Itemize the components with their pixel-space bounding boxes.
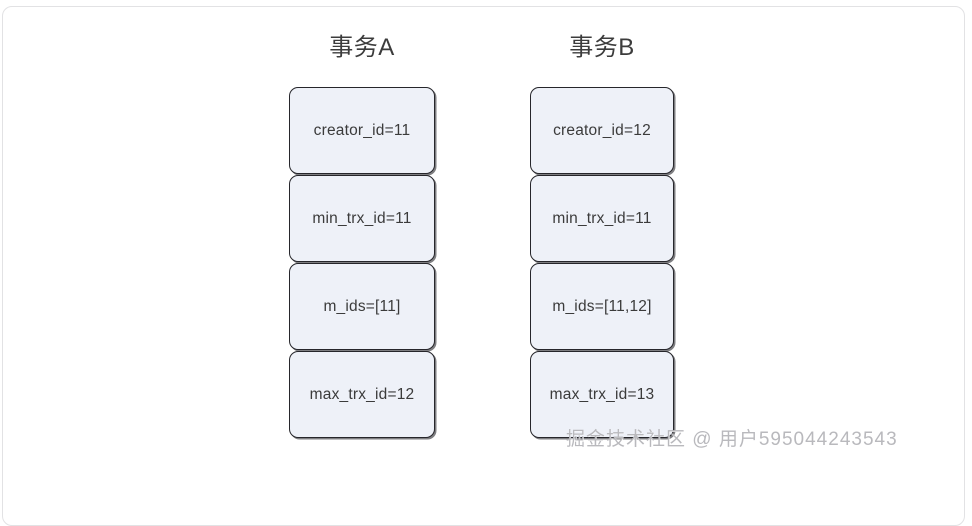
box-stack-transaction-b: creator_id=12 min_trx_id=11 m_ids=[11,12… bbox=[530, 87, 674, 438]
node-label-max-trx-id-a: max_trx_id=12 bbox=[309, 385, 415, 403]
node-label-creator-id-a: creator_id=11 bbox=[313, 121, 411, 139]
node-label-creator-id-b: creator_id=12 bbox=[553, 121, 651, 139]
node-box-m-ids-a: m_ids=[11] bbox=[289, 263, 435, 350]
node-label-min-trx-id-a: min_trx_id=11 bbox=[312, 209, 412, 227]
node-box-min-trx-id-a: min_trx_id=11 bbox=[289, 175, 435, 262]
column-title-transaction-a: 事务A bbox=[329, 34, 395, 61]
node-label-max-trx-id-b: max_trx_id=13 bbox=[549, 385, 655, 403]
column-title-transaction-b: 事务B bbox=[569, 34, 635, 61]
node-box-creator-id-a: creator_id=11 bbox=[289, 87, 435, 174]
node-box-min-trx-id-b: min_trx_id=11 bbox=[530, 175, 674, 262]
node-box-max-trx-id-b: max_trx_id=13 bbox=[530, 351, 674, 438]
watermark-text: 掘金技术社区 @ 用户595044243543 bbox=[566, 429, 898, 450]
page-card bbox=[2, 6, 965, 526]
transaction-readview-diagram: 事务A creator_id=11 min_trx_id=11 m_ids=[1… bbox=[289, 34, 898, 450]
node-box-max-trx-id-a: max_trx_id=12 bbox=[289, 351, 435, 438]
node-label-min-trx-id-b: min_trx_id=11 bbox=[552, 209, 652, 227]
node-box-m-ids-b: m_ids=[11,12] bbox=[530, 263, 674, 350]
box-stack-transaction-a: creator_id=11 min_trx_id=11 m_ids=[11] m… bbox=[289, 87, 435, 438]
node-label-m-ids-a: m_ids=[11] bbox=[323, 297, 401, 315]
node-box-creator-id-b: creator_id=12 bbox=[530, 87, 674, 174]
node-label-m-ids-b: m_ids=[11,12] bbox=[552, 297, 652, 315]
